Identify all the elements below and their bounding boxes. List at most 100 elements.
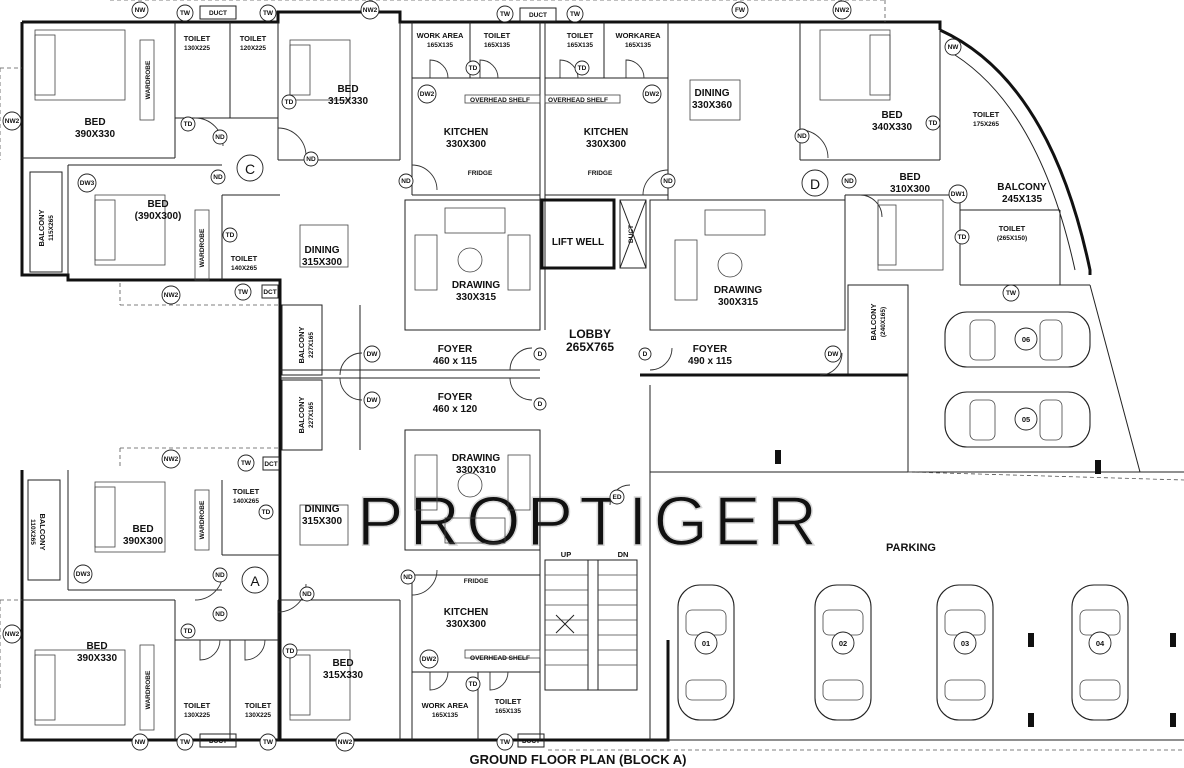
room-size: 330X300 [586,139,626,150]
fridge-label: FRIDGE [468,170,493,177]
room-name: BED [881,110,902,121]
tag-d: D [638,347,652,361]
room-name: BALCONY [297,326,306,363]
car-02-label: 02 [839,639,847,648]
room-name: DRAWING [714,285,763,296]
tag-nd: ND [660,173,676,189]
svg-text:NW2: NW2 [363,7,378,14]
room-size: 300X315 [718,297,758,308]
room-name: BED [132,524,153,535]
tag-nw: NW [944,38,962,56]
room-size: 130X225 [245,712,271,719]
svg-text:DW2: DW2 [420,91,435,98]
car-06-label: 06 [1022,335,1030,344]
room-size: 460 x 120 [433,404,478,415]
room-name: TOILET [233,487,260,496]
tag-nd: ND [212,606,228,622]
svg-text:NW2: NW2 [835,7,850,14]
walls [20,10,1184,742]
svg-text:ND: ND [844,178,854,185]
wardrobe-label: WARDROBE [199,500,206,539]
room-size: 165X135 [625,42,651,49]
room-name: TOILET [184,701,211,710]
svg-text:ND: ND [401,178,411,185]
room-name: BALCONY [869,303,878,340]
duct-box: DUCT [519,7,557,22]
wardrobe-label: WARDROBE [145,670,152,709]
tag-td: TD [180,116,196,132]
svg-text:TW: TW [263,10,274,17]
room-size: 390X330 [77,653,117,664]
tag-nw: NW [131,733,149,751]
shelf-label: OVERHEAD SHELF [470,97,530,104]
room-size: 165X135 [427,42,453,49]
svg-text:NW: NW [135,739,147,746]
room-size: 110X265 [29,519,36,545]
room-size: (265X150) [997,235,1027,242]
tag-dw: DW [824,345,842,363]
svg-text:TW: TW [238,289,249,296]
svg-text:TD: TD [469,65,478,72]
room-size: 165X135 [495,708,521,715]
lobby-name: LOBBY [569,327,611,341]
room-name: BED [84,117,105,128]
room-size: 165X135 [567,42,593,49]
plan-title: GROUND FLOOR PLAN (BLOCK A) [470,752,687,767]
flat-c-label: C [245,161,255,177]
room-name: TOILET [484,31,511,40]
room-size: 490 x 115 [688,356,732,367]
stair-treads [545,574,637,666]
tag-nd: ND [794,128,810,144]
room-name: DINING [305,504,340,515]
duct-box: DUCT [199,5,237,20]
dct-box: DCT [262,456,280,471]
room-size: (240X165) [880,307,887,337]
room-name: BALCONY [997,182,1047,193]
tag-nw2: NW2 [2,111,22,131]
svg-text:DW: DW [367,351,379,358]
parking-label: PARKING [886,542,936,554]
room-name: TOILET [495,697,522,706]
svg-text:DUCT: DUCT [522,738,540,745]
svg-text:TD: TD [285,99,294,106]
room-size: 130X225 [184,45,210,52]
svg-text:ED: ED [612,494,621,501]
svg-text:TW: TW [500,739,511,746]
room-size: 315X300 [302,257,342,268]
tag-nw2: NW2 [161,285,181,305]
room-size: 340X330 [872,122,912,133]
room-size: 310X300 [890,184,930,195]
svg-text:D: D [538,351,543,358]
svg-text:ND: ND [306,156,316,163]
room-name: BED [147,199,168,210]
tags: NW TW DUCT TW NW2 TW DUCT TW FW NW2 NW N… [2,0,1020,752]
room-name: WORK AREA [422,701,469,710]
svg-text:DW: DW [828,351,840,358]
svg-text:D: D [643,351,648,358]
svg-text:TD: TD [578,65,587,72]
svg-text:DCT: DCT [264,461,277,468]
svg-text:TW: TW [500,11,511,18]
room-name: TOILET [245,701,272,710]
car-03-label: 03 [961,639,969,648]
svg-text:TD: TD [286,648,295,655]
lift-well-label: LIFT WELL [552,237,604,248]
svg-text:TW: TW [570,11,581,18]
room-labels: BED 390X330 BED 315X330 BED (390X300) TO… [29,31,1047,719]
svg-text:NW: NW [948,44,960,51]
wardrobe-label: WARDROBE [199,228,206,267]
tag-td: TD [180,623,196,639]
svg-text:NW2: NW2 [5,631,20,638]
duct-box: DUCT [517,733,545,748]
svg-text:ND: ND [215,572,225,579]
watermark: PROPTIGER [357,482,823,560]
tag-dw2: DW2 [642,84,662,104]
svg-text:ND: ND [797,133,807,140]
car-06: 06 [944,311,1091,368]
tag-td: TD [282,643,298,659]
tag-nw2: NW2 [335,732,355,752]
tag-td: TD [222,227,238,243]
tag-dw1: DW1 [948,184,968,204]
room-size: 175X265 [973,121,999,128]
room-size: 330X310 [456,465,496,476]
